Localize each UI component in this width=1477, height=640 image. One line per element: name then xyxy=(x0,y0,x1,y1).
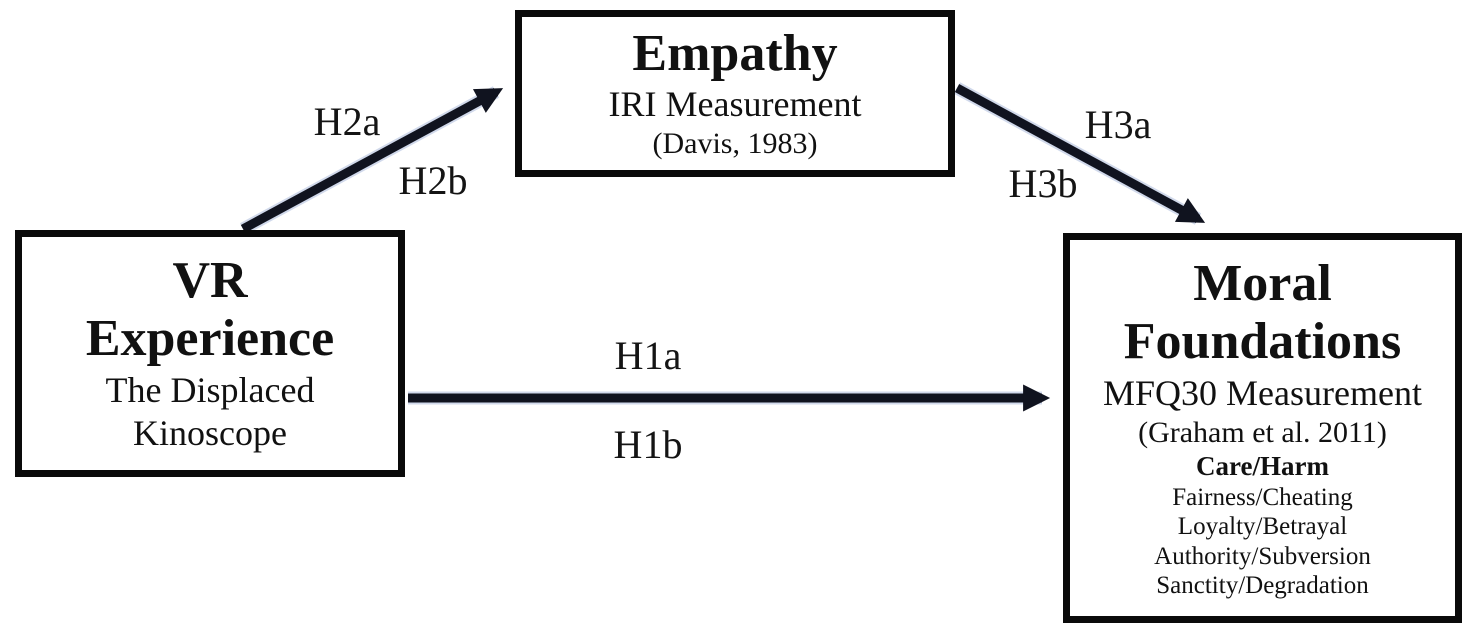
foundation-item: Care/Harm xyxy=(1196,450,1329,481)
moral-foundations-citation: (Graham et al. 2011) xyxy=(1138,415,1387,449)
moral-foundations-title: Moral Foundations xyxy=(1123,255,1402,371)
foundation-item: Fairness/Cheating xyxy=(1172,483,1353,511)
empathy-citation: (Davis, 1983) xyxy=(652,127,818,161)
hypothesis-label-h3a: H3a xyxy=(1084,102,1152,147)
vr-experience-title: VR Experience xyxy=(85,252,335,368)
foundation-item: Sanctity/Degradation xyxy=(1156,572,1369,600)
foundation-item: Loyalty/Betrayal xyxy=(1177,513,1348,541)
vr-experience-subtitle: The Displaced Kinoscope xyxy=(105,369,315,453)
moral-foundations-measurement: MFQ30 Measurement xyxy=(1103,372,1422,413)
vr-experience-box: VR Experience The Displaced Kinoscope xyxy=(15,230,405,477)
hypothesis-label-h2b: H2b xyxy=(398,158,468,203)
hypothesis-label-h2a: H2a xyxy=(313,99,381,144)
hypothesis-label-h3b: H3b xyxy=(1008,161,1078,206)
hypothesis-label-h1b: H1b xyxy=(613,422,683,467)
arrow-vr-to-empathy xyxy=(240,88,504,233)
moral-foundations-box: Moral Foundations MFQ30 Measurement (Gra… xyxy=(1063,233,1462,623)
empathy-measurement: IRI Measurement xyxy=(608,84,862,125)
empathy-title: Empathy xyxy=(632,24,838,82)
foundation-list: Care/Harm Fairness/Cheating Loyalty/Betr… xyxy=(1154,451,1371,601)
foundation-item: Authority/Subversion xyxy=(1154,542,1371,570)
arrow-empathy-to-moral-foundations xyxy=(954,84,1206,223)
empathy-box: Empathy IRI Measurement (Davis, 1983) xyxy=(515,10,955,177)
hypothesis-label-h1a: H1a xyxy=(614,333,682,378)
